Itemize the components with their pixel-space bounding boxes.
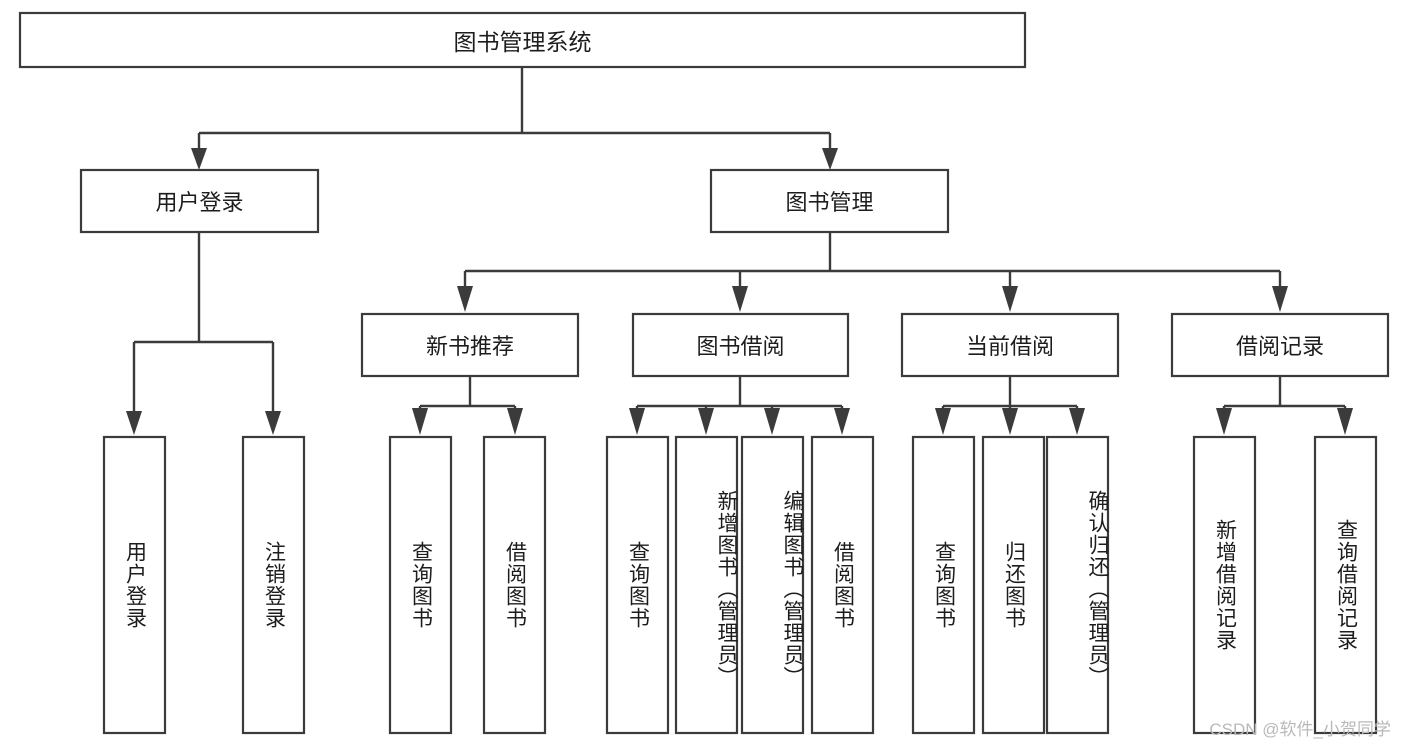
arrow-to-book-manage <box>822 148 838 170</box>
arrow-to-borrow-records <box>1272 286 1288 312</box>
node-box-leaf-br-query-record[interactable] <box>1313 435 1378 735</box>
arrow-bookborrow-leaf-2 <box>698 408 714 435</box>
arrow-to-leaf-user-login <box>126 411 142 435</box>
connector-layer <box>126 67 1353 435</box>
arrow-newbook-leaf-2 <box>507 408 523 435</box>
node-box-leaf-br-add-record[interactable] <box>1192 435 1257 735</box>
node-box-book-borrow[interactable] <box>631 312 850 378</box>
node-box-leaf-cb-return-book[interactable] <box>981 435 1046 735</box>
arrow-borrowrecords-leaf-1 <box>1216 408 1232 435</box>
arrow-to-leaf-logout <box>265 411 281 435</box>
node-box-leaf-bb-query-book[interactable] <box>605 435 670 735</box>
node-box-current-borrow[interactable] <box>900 312 1120 378</box>
node-box-leaf-bb-edit-book[interactable] <box>740 435 805 735</box>
arrow-bookborrow-leaf-1 <box>629 408 645 435</box>
arrow-to-new-book <box>457 286 473 312</box>
node-box-leaf-cb-confirm-return[interactable] <box>1045 435 1110 735</box>
node-box-leaf-user-login[interactable] <box>102 435 167 735</box>
node-box-leaf-nb-query-book[interactable] <box>388 435 453 735</box>
arrow-currentborrow-leaf-3 <box>1069 408 1085 435</box>
node-box-new-book-recommend[interactable] <box>360 312 580 378</box>
node-box-leaf-bb-borrow-book[interactable] <box>810 435 875 735</box>
arrow-borrowrecords-leaf-2 <box>1337 408 1353 435</box>
arrow-to-current-borrow <box>1002 286 1018 312</box>
arrow-to-user-login <box>191 148 207 170</box>
node-box-leaf-logout[interactable] <box>241 435 306 735</box>
node-box-title[interactable] <box>18 11 1027 69</box>
node-box-borrow-records[interactable] <box>1170 312 1390 378</box>
node-box-leaf-nb-borrow-book[interactable] <box>482 435 547 735</box>
arrow-newbook-leaf-1 <box>412 408 428 435</box>
arrow-bookborrow-leaf-3 <box>764 408 780 435</box>
arrow-currentborrow-leaf-2 <box>1002 408 1018 435</box>
arrow-currentborrow-leaf-1 <box>935 408 951 435</box>
arrow-to-book-borrow <box>732 286 748 312</box>
node-box-leaf-cb-query-book[interactable] <box>911 435 976 735</box>
node-box-layer <box>18 11 1390 735</box>
arrow-bookborrow-leaf-4 <box>834 408 850 435</box>
node-box-book-manage[interactable] <box>709 168 950 234</box>
node-box-leaf-bb-add-book[interactable] <box>674 435 739 735</box>
node-box-user-login[interactable] <box>79 168 320 234</box>
